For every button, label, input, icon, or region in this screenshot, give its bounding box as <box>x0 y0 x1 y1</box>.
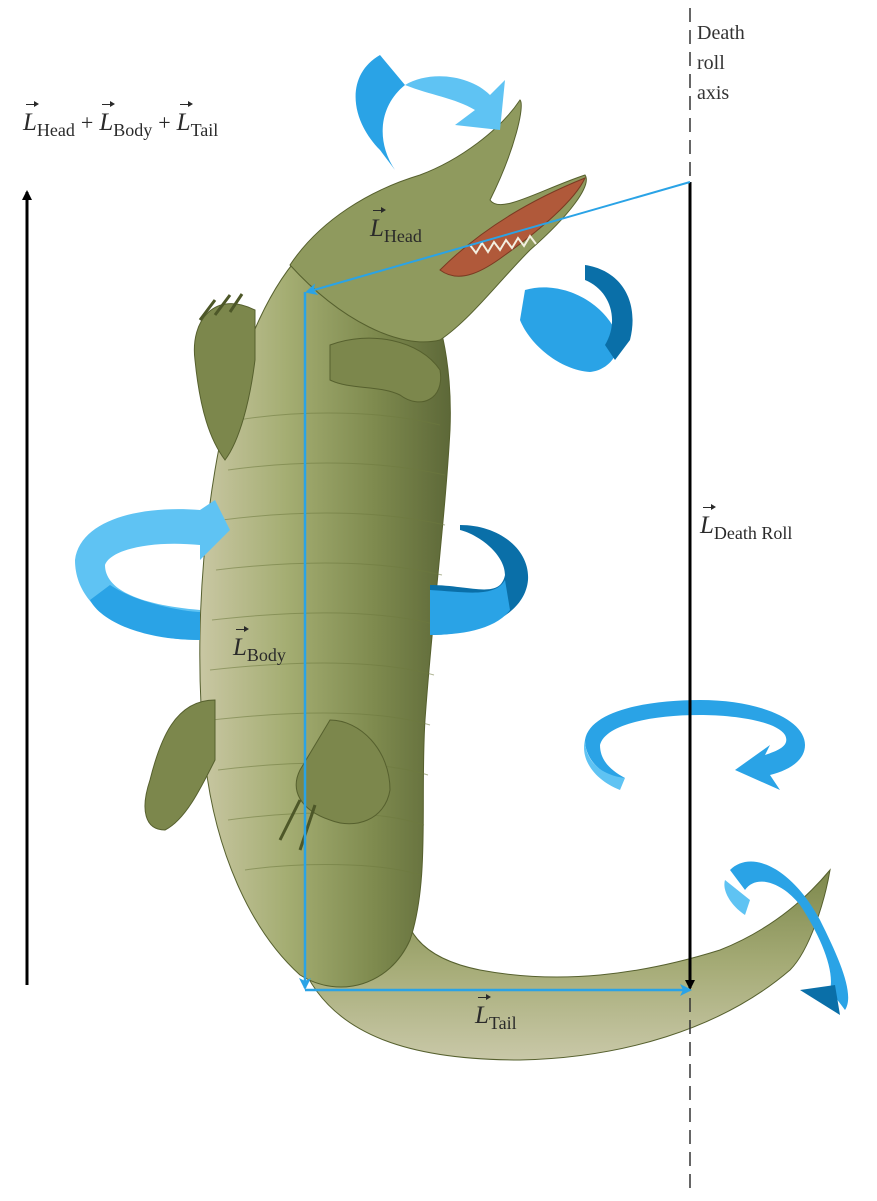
axis-label-word: Death <box>697 18 745 48</box>
total-angular-momentum-label: LHead+LBody+LTail <box>23 110 218 139</box>
vector-symbol: L <box>233 635 247 660</box>
rotation-arrow-death-roll <box>584 700 805 790</box>
plus-sign: + <box>152 110 176 135</box>
subscript-head: Head <box>384 226 422 246</box>
plus-sign: + <box>75 110 99 135</box>
vector-symbol: L <box>370 216 384 241</box>
subscript-body: Body <box>113 120 152 140</box>
death-roll-vector-label: LDeath Roll <box>700 513 792 542</box>
subscript-tail: Tail <box>191 120 219 140</box>
crocodile-illustration <box>145 100 830 1060</box>
tail-vector-label: LTail <box>475 1003 517 1032</box>
axis-label-word: axis <box>697 78 745 108</box>
death-roll-axis-label: Death roll axis <box>697 18 745 108</box>
subscript-tail: Tail <box>489 1013 517 1033</box>
subscript-death-roll: Death Roll <box>714 523 793 543</box>
subscript-head: Head <box>37 120 75 140</box>
body-vector-label: LBody <box>233 635 286 664</box>
axis-label-word: roll <box>697 48 745 78</box>
vector-symbol: L <box>700 513 714 538</box>
vector-symbol: L <box>23 110 37 135</box>
head-vector-label: LHead <box>370 216 422 245</box>
vector-symbol: L <box>177 110 191 135</box>
vector-symbol: L <box>99 110 113 135</box>
vector-symbol: L <box>475 1003 489 1028</box>
subscript-body: Body <box>247 645 286 665</box>
